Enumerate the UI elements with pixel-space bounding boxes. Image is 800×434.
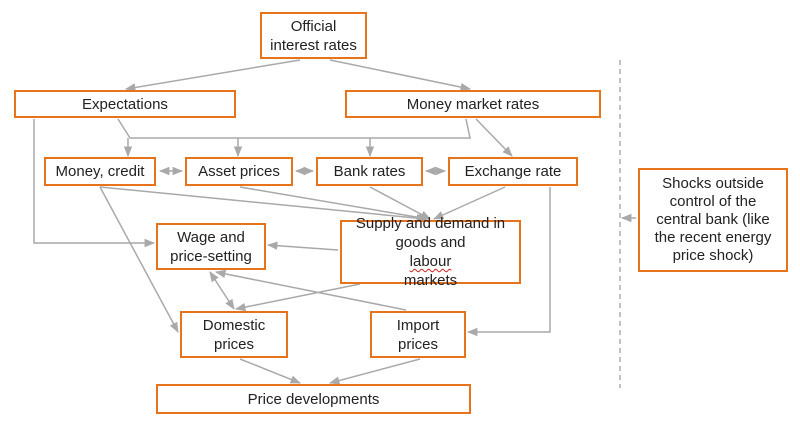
arrow-import-to-wage-setting: [214, 269, 407, 311]
price-developments-box: Price developments: [156, 384, 471, 414]
double-arrow-wage-setting-domestic-prices: [209, 271, 235, 310]
arrow-exchange-rate-to-supply-demand: [433, 186, 506, 220]
arrow-supply-demand-to-domestic-prices: [234, 283, 361, 312]
arrow-bank-rates-to-supply-demand: [369, 186, 431, 220]
connector-expectations-money-market: [117, 118, 471, 139]
exchange-rate-box: Exchange rate: [448, 157, 578, 186]
arrow-money-credit-to-domestic-prices: [99, 186, 179, 333]
arrow-expectations-to-wage-setting: [33, 119, 156, 248]
arrow-import-to-price-developments: [328, 358, 421, 385]
arrow-supply-demand-to-wage-setting: [266, 241, 339, 251]
arrow-domestic-to-price-developments: [239, 358, 301, 384]
money-credit-box: Money, credit: [44, 157, 156, 186]
expectations-box: Expectations: [14, 90, 236, 118]
arrow-official-to-money-market: [329, 59, 472, 92]
arrow-asset-prices-to-supply-demand: [239, 186, 430, 222]
arrow-exchange-rate-to-import-prices: [466, 187, 551, 337]
bank-rates-box: Bank rates: [316, 157, 423, 186]
supply-demand-box: Supply and demand in goods and labour ma…: [340, 215, 521, 289]
arrow-official-to-expectations: [124, 59, 301, 92]
asset-prices-box: Asset prices: [185, 157, 293, 186]
arrow-money-market-to-exchange-rate: [475, 118, 513, 157]
spellcheck-underlined-word: labour: [409, 253, 452, 270]
money-market-rates-box: Money market rates: [345, 90, 601, 118]
arrow-money-credit-to-supply-demand: [99, 186, 428, 223]
